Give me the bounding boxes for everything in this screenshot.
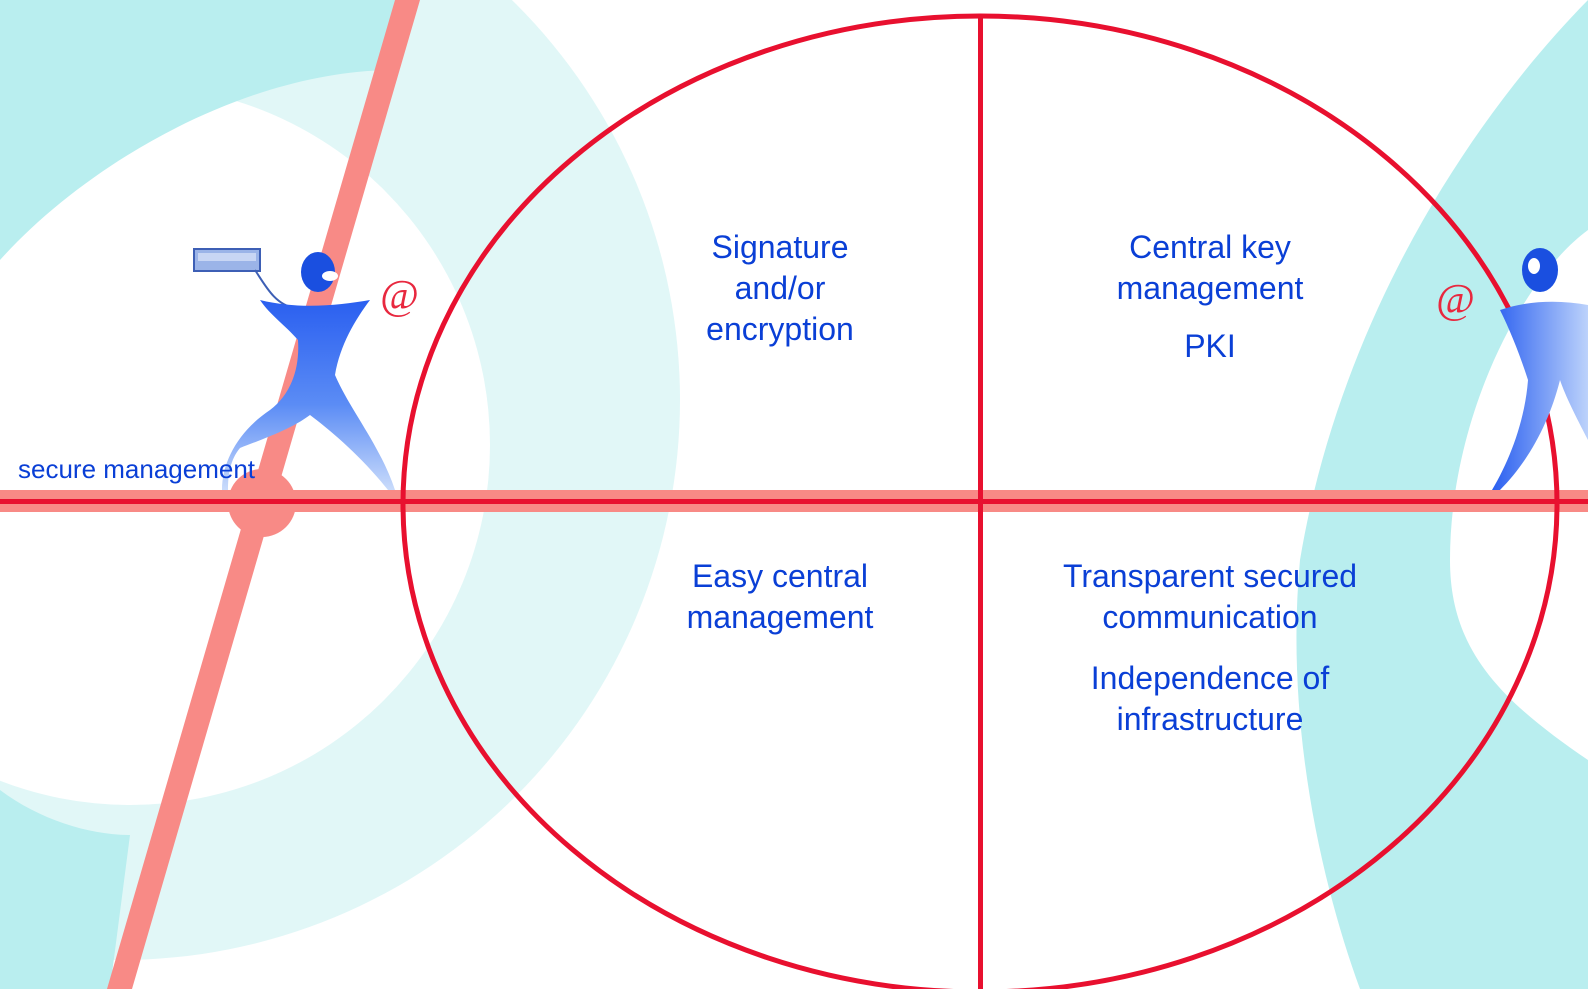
vertical-axis (978, 14, 983, 989)
quadrant-signature-encryption: Signature and/or encryption (706, 229, 854, 347)
at-symbol-left: @ (380, 273, 419, 319)
quadrant-transparent-communication: Transparent secured communication Indepe… (1062, 558, 1358, 737)
quadrant-central-key-management: Central key management PKI (1070, 227, 1350, 367)
pki-label: PKI (1184, 328, 1236, 364)
horizontal-axis (0, 499, 1588, 504)
person-figure-icon (193, 248, 395, 490)
at-symbol-right: @ (1436, 277, 1475, 323)
quadrant-easy-central-management: Easy central management (686, 558, 874, 635)
ring-topleft-band (0, 0, 395, 260)
ring-bottomleft-band (0, 790, 130, 989)
secure-management-caption: secure management (18, 454, 256, 484)
person-figure-icon (1492, 248, 1588, 490)
